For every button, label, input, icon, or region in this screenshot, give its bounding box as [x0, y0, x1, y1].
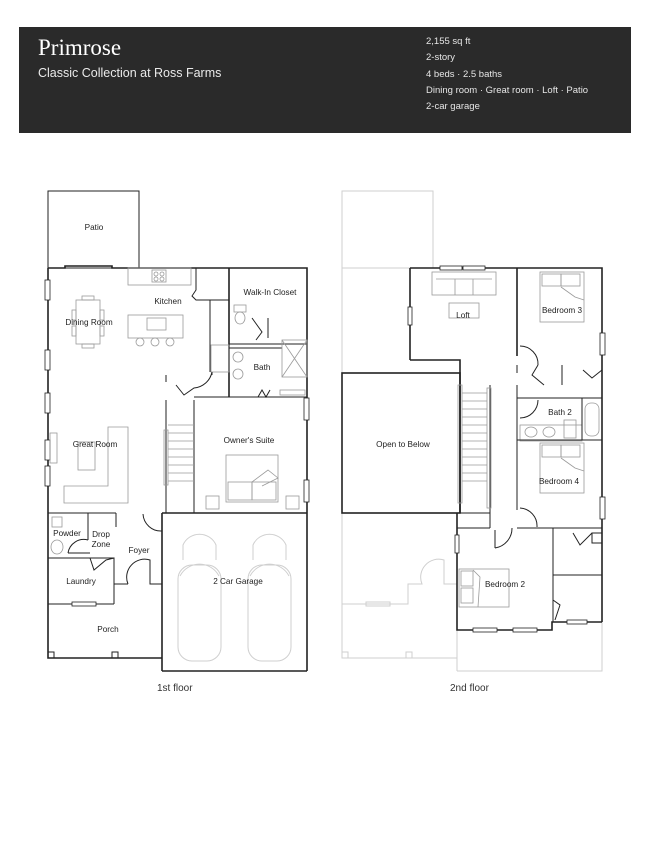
plan-subtitle: Classic Collection at Ross Farms [38, 66, 222, 80]
room-label-drop-zone-2: Zone [92, 540, 111, 549]
plan-title: Primrose [38, 35, 122, 60]
room-label-loft: Loft [456, 311, 470, 320]
room-label-porch: Porch [97, 625, 119, 634]
spec-garage: 2-car garage [426, 101, 480, 113]
spec-beds-baths: 4 beds · 2.5 baths [426, 68, 503, 80]
floor-label-second: 2nd floor [450, 683, 489, 694]
room-label-owners-suite: Owner's Suite [224, 436, 275, 445]
plan-header: Primrose Classic Collection at Ross Farm… [19, 27, 631, 133]
room-label-2-car-garage: 2 Car Garage [213, 577, 263, 586]
first-floor-plan: Patio Kitchen Walk-In Closet Dining Room… [44, 190, 310, 672]
spec-sqft: 2,155 sq ft [426, 36, 471, 47]
room-label-laundry: Laundry [66, 577, 96, 586]
room-label-bedroom-2: Bedroom 2 [485, 580, 525, 589]
room-label-bedroom-4: Bedroom 4 [539, 477, 579, 486]
second-floor-plan: Loft Bedroom 3 Open to Below Bath 2 Bedr… [341, 190, 606, 672]
room-label-bedroom-3: Bedroom 3 [542, 306, 582, 315]
room-label-dining-room: Dining Room [65, 318, 113, 327]
room-label-bath-2: Bath 2 [548, 408, 572, 417]
floor-label-first: 1st floor [157, 683, 193, 694]
spec-stories: 2-story [426, 52, 456, 64]
room-label-powder: Powder [53, 529, 81, 538]
room-label-foyer: Foyer [129, 546, 150, 555]
plan-specs: 2,155 sq ft 2-story 4 beds · 2.5 baths D… [426, 34, 588, 115]
room-label-walk-in-closet: Walk-In Closet [244, 288, 298, 297]
room-label-patio: Patio [85, 223, 104, 232]
room-label-drop-zone: Drop [92, 530, 110, 539]
room-label-open-to-below: Open to Below [376, 440, 430, 449]
spec-rooms: Dining room · Great room · Loft · Patio [426, 84, 589, 96]
room-label-kitchen: Kitchen [154, 297, 182, 306]
room-label-bath: Bath [254, 363, 271, 372]
room-label-great-room: Great Room [73, 440, 118, 449]
